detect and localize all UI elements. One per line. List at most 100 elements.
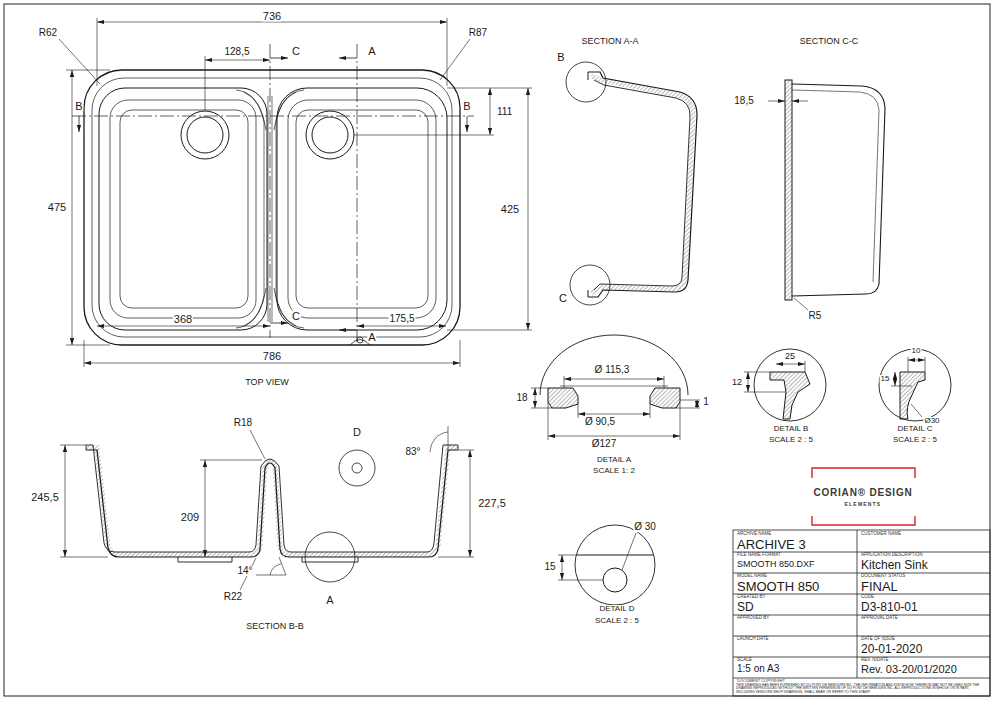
dimension-lines [676,408,700,409]
section-arrows [79,116,80,132]
dimension-lines [354,135,494,136]
cell-caption: FILE NAME FORMAT [736,553,782,558]
cell-caption: APPROVED BY [736,616,770,621]
dimension-lines [66,345,110,346]
dimension-lines [447,330,532,331]
cell-value: SMOOTH 850 [736,580,820,593]
detail-a-drain [560,386,668,387]
detail-c-rim [900,372,925,419]
sink-top-view [306,111,354,159]
angle-dim: 83° [404,447,421,457]
dimension-lines [205,60,270,61]
radius-dim: R18 [233,418,253,428]
dimension-lines [279,557,286,575]
dimension-lines [72,70,73,345]
detail-title: DETAIL A [596,456,632,464]
dimension: 18 [515,393,528,403]
section-arrows [467,116,468,132]
detail-letter: B [556,52,565,63]
sink-top-view [181,111,229,159]
sink-section-a [566,62,606,102]
dimension-lines [891,357,925,417]
section-letter: C [291,46,301,57]
sink-section-b [86,445,458,582]
dimension: 175,5 [388,314,415,324]
dimension-lines [925,357,926,372]
sink-section-b [339,450,375,486]
section-letter: B [462,101,471,112]
cell-caption: DOCUMENT STATUS [860,574,906,579]
dimension: 209 [180,512,200,523]
dimension: 10 [911,347,922,355]
dimension: Ø 115,3 [594,365,631,375]
cell-caption: SCALE [736,658,753,663]
sink-top-view [288,100,436,318]
dimension-lines [792,101,808,102]
dimension-lines [911,404,922,417]
dimension-lines [60,426,474,590]
radius-dim: R5 [808,311,823,321]
sink-section-b [305,532,355,582]
dimension-lines [908,357,909,372]
cell-value: ARCHIVE 3 [736,538,807,551]
dimension: 111 [496,107,513,117]
sink-top-view [357,337,363,343]
cell-value: SD [736,601,755,613]
detail-b-rim [770,372,810,419]
detail-d-hole [603,568,627,592]
dimension-lines [794,298,808,310]
detail-letter: D [352,427,362,438]
dimension-lines [548,436,680,437]
dimension-lines [250,430,265,459]
sink-top-view [120,110,248,308]
detail-c-rim [879,349,951,421]
dimension-lines [460,340,461,367]
cell-caption: CUSTOMER NAME [860,532,902,537]
dimension-lines [59,39,100,84]
detail-title: SCALE 2 : 5 [892,436,938,444]
dimension-lines [578,404,579,418]
dimension-lines [528,88,529,330]
section-arrows [270,58,288,59]
dimension-lines [84,363,460,364]
dimension-lines [438,557,474,558]
title-block [733,530,990,696]
detail-title: DETAIL D [598,605,635,613]
dimension-lines [66,70,110,71]
dimension-lines [531,376,700,440]
detail-c-rim [879,349,951,421]
dimension-lines [768,101,785,102]
sink-top-view [84,70,460,345]
cell-caption: ARCHIVE NAME [736,532,772,537]
dimension-lines [97,22,447,23]
dimension: Ø 90,5 [584,417,616,427]
dimension-lines [805,361,806,372]
dimension-lines [891,386,912,387]
angle-dim: 14° [236,566,253,576]
dimension: 368 [173,314,193,325]
detail-a-drain [540,335,688,408]
dimension-lines [97,18,98,86]
dimension-lines [895,372,896,386]
dimension-lines [470,450,471,557]
cell-caption: DATE OF ISSUE [860,637,896,642]
view-title: SECTION B-B [245,622,305,631]
dimension: 736 [262,11,282,22]
sink-section-a [588,72,589,297]
detail-letter: A [325,595,334,606]
section-letter: B [74,101,83,112]
detail-letter: C [558,293,568,304]
dimension-lines [440,39,470,80]
dimension: 15 [543,562,556,572]
brand-name: CORIAN® DESIGN [813,487,912,498]
radius-dim: R62 [38,28,58,38]
dimension-lines [768,101,808,310]
dimension-lines [447,18,448,86]
detail-a-drain [540,335,688,395]
section-arrows [79,58,467,330]
cell-caption: CREATED BY [736,595,766,600]
detail-title: SCALE 1: 2 [592,467,636,475]
cell-value: D3-810-01 [860,601,919,613]
sink-section-c [785,80,885,300]
